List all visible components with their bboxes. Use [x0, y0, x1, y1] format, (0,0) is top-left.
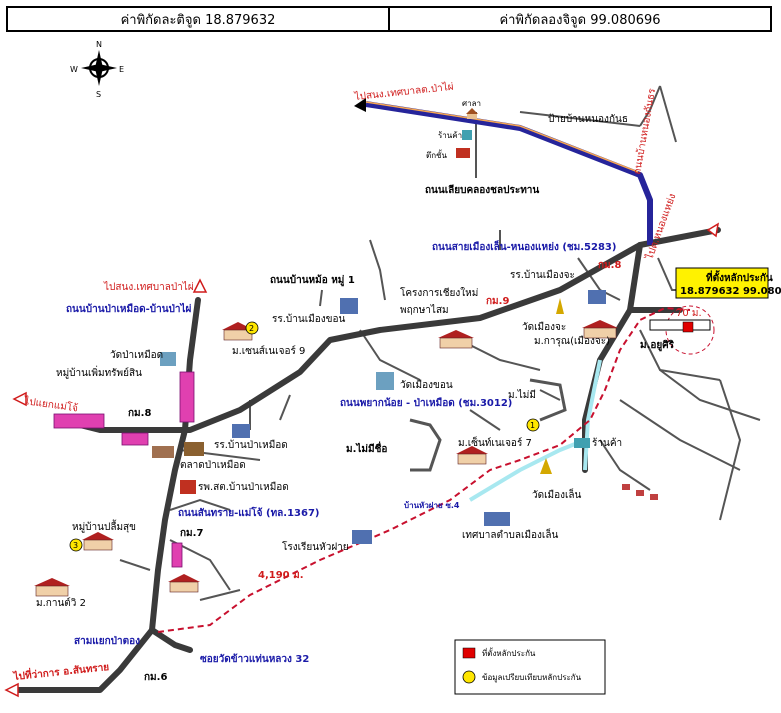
compare-markers: 2 1 3: [69, 321, 540, 552]
pin-coordinates: 18.879632 99.080696: [680, 286, 781, 297]
map-labels: ไปสนง.เทศบาลต.ป่าไผ่ ศาลา ร้านค้า ตึกชั้…: [12, 81, 702, 683]
label-wat-muang-cha: วัดเมืองจะ: [522, 321, 566, 333]
direction-arrows: [4, 98, 720, 698]
village-blocks: [409, 378, 567, 472]
latitude-value: ค่าพิกัดละติจูด 18.879632: [120, 12, 276, 28]
label-km7: กม.7: [180, 528, 203, 539]
label-m-kamwi: ม.กานต์วิ 2: [36, 597, 86, 609]
longitude-value: ค่าพิกัดลองจิจูด 99.080696: [388, 8, 770, 30]
label-m-mai: ม.ไม่มี: [508, 389, 536, 401]
label-sam-yaek: สามแยกป่าตอง: [74, 635, 140, 647]
label-road-sai-muang-len: ถนนสายเมืองเล็น-หนองแหย่ง (ชม.5283): [432, 239, 616, 253]
label-m-no-name: ม.ไม่มีชื่อ: [346, 441, 387, 455]
compass-n: N: [96, 40, 102, 49]
compass-e: E: [119, 65, 124, 74]
label-sala: ศาลา: [462, 99, 481, 108]
label-village-pluem: หมู่บ้านปลื้มสุข: [72, 519, 136, 533]
label-municipality-muang-len: เทศบาลตำบลเมืองเล็น: [462, 527, 558, 541]
label-hospital: รพ.สต.บ้านป่าเหมือด: [198, 481, 289, 493]
collateral-site: ที่ตั้งหลักประกัน 18.879632 99.080696: [649, 267, 781, 355]
label-to-municipality-top: ไปสนง.เทศบาลต.ป่าไผ่: [353, 81, 454, 103]
legend-pin-label: ที่ตั้งหลักประกัน: [482, 647, 536, 658]
label-census9: ม.เซนส์เนเจอร์ 9: [232, 345, 305, 357]
aqua-route: [468, 359, 602, 502]
label-distance-70: 70 ม.: [676, 308, 702, 319]
pin-title: ที่ตั้งหลักประกัน: [706, 270, 773, 284]
label-road-nong-kham: ถนนบ้านหนองกันธร: [631, 87, 658, 176]
label-canal-road: ถนนเลียบคลองชลประทาน: [425, 184, 539, 196]
label-road-san-sai: ถนนสันทราย-แม่โจ้ (ทล.1367): [178, 506, 320, 519]
label-soi-wat: ซอยวัดข้าวแท่นหลวง 32: [200, 653, 309, 665]
label-school-pa-hed: รร.บ้านป่าเหมือด: [214, 439, 288, 451]
label-road-pa-hed: ถนนบ้านป่าเหมือด-บ้านป่าไผ่: [66, 302, 192, 315]
label-wat-muang-khon: วัดเมืองขอน: [400, 379, 453, 391]
label-to-district: ไปที่ว่าการ อ.สันทราย: [12, 659, 110, 683]
label-road-phayak: ถนนพยากน้อย - ป่าเหมือด (ชม.3012): [340, 397, 512, 409]
label-m-ayuthi: ม.อยูศิริ: [640, 339, 675, 352]
legend-pin-icon: [462, 647, 476, 659]
label-to-municipality-left: ไปสนง.เทศบาลป่าไผ่: [103, 281, 194, 293]
label-village-pherm-sap: หมู่บ้านเพิ่มทรัพย์สิน: [56, 365, 142, 379]
label-wat-pa-hed: วัดป่าเหมือด: [110, 349, 163, 361]
badge-3: 3: [73, 541, 78, 550]
label-shop-right: ร้านค้า: [592, 437, 622, 449]
label-row-house: ตึกชั้น: [426, 149, 447, 160]
label-wat-muang-len: วัดเมืองเล็น: [532, 487, 582, 501]
label-ban-hua-fai: บ้านหัวฝาย ซ.4: [404, 500, 460, 510]
compass-icon: N S E W: [70, 40, 124, 99]
label-sign-nong-kham: ป้ายบ้านหนองกันธ: [548, 113, 628, 125]
label-distance-4190: 4,190 ม.: [258, 570, 304, 581]
label-shop-top: ร้านค้า: [438, 131, 462, 140]
compass-w: W: [70, 65, 78, 74]
house-icons: [34, 108, 658, 597]
label-phruksa: พฤกษาไสม: [400, 304, 449, 316]
label-school-muang-cha: รร.บ้านเมืองจะ: [510, 269, 575, 281]
building-icons: [152, 290, 606, 544]
label-school-hua-fai: โรงเรียนหัวฝาย: [282, 540, 349, 553]
pin-callout: [675, 267, 769, 299]
badge-2: 2: [249, 324, 254, 333]
legend-compare-label: ข้อมูลเปรียบเทียบหลักประกัน: [482, 673, 582, 683]
main-roads: [15, 227, 721, 693]
label-karun: ม.การุณ(เมืองจะ): [534, 335, 610, 347]
badge-1: 1: [530, 421, 535, 430]
coordinate-header: ค่าพิกัดละติจูด 18.879632 ค่าพิกัดลองจิจ…: [6, 6, 772, 32]
label-census7: ม.เซ็นท์เนเจอร์ 7: [458, 435, 532, 449]
label-to-mae-jo: ไปแยกแม่โจ้: [23, 394, 79, 415]
pin-marker-icon: [682, 321, 694, 333]
label-km6: กม.6: [144, 672, 167, 683]
label-market-pa-hed: ตลาดป่าเหมือด: [180, 459, 246, 471]
label-km9: กม.9: [486, 296, 509, 307]
row-houses: [53, 371, 195, 568]
label-new-project: โครงการเชียงใหม่: [400, 286, 478, 299]
route-dashed: [157, 306, 691, 633]
label-km8-left: กม.8: [128, 408, 151, 419]
label-school-muang-khon: รร.บ้านเมืองขอน: [272, 313, 345, 325]
legend: ที่ตั้งหลักประกัน ข้อมูลเปรียบเทียบหลักป…: [454, 639, 606, 695]
highlight-road-blue: [365, 101, 653, 245]
label-road-ban-mo: ถนนบ้านหม้อ หมู่ 1: [270, 274, 355, 287]
legend-compare-icon: [462, 670, 476, 684]
temple-icons: [160, 298, 564, 474]
label-km8-right: กม.8: [598, 260, 621, 271]
compass-s: S: [96, 90, 101, 99]
